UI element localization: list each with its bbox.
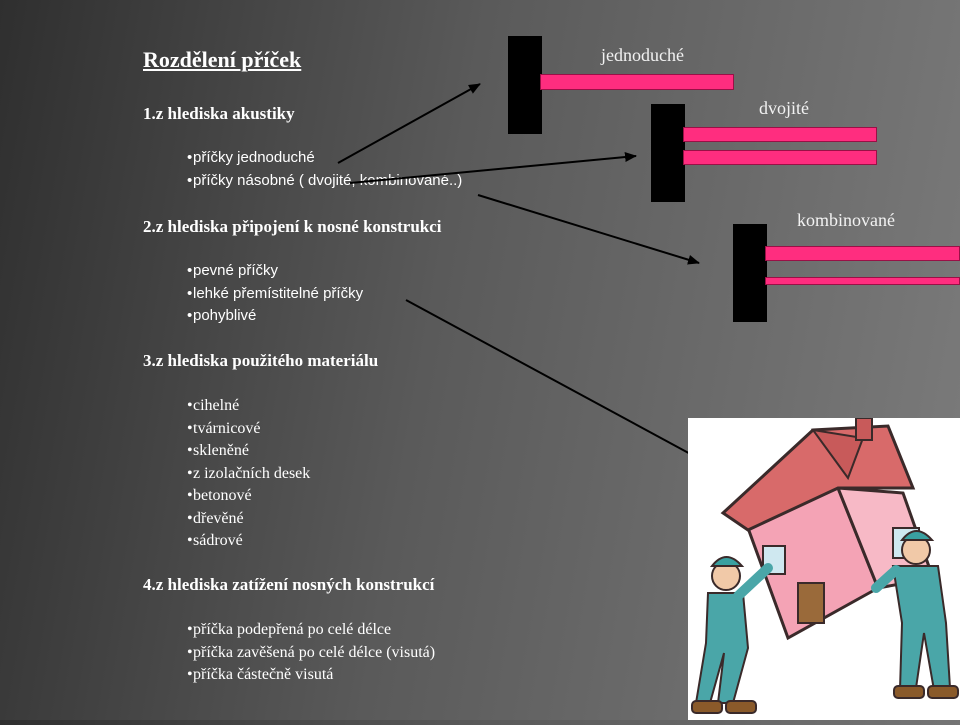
label-single: jednoduché bbox=[601, 45, 684, 65]
list-item: •pevné příčky bbox=[187, 262, 279, 279]
list-item: •příčka částečně visutá bbox=[187, 666, 334, 683]
arrow-to-single bbox=[337, 83, 481, 164]
label-combined: kombinované bbox=[797, 210, 895, 230]
list-item: •betonové bbox=[187, 487, 252, 504]
wall-post-single bbox=[508, 36, 542, 134]
partition-bar-single bbox=[540, 74, 734, 90]
list-item: •příčka zavěšená po celé délce (visutá) bbox=[187, 643, 436, 661]
section-3-list: •cihelné •tvárnicové •skleněné •z izolač… bbox=[187, 395, 310, 553]
arrow-to-picture bbox=[405, 299, 721, 471]
list-item: •skleněné bbox=[187, 442, 249, 459]
wall-post-combined bbox=[733, 224, 767, 322]
section-4-list: •příčka podepřená po celé délce •příčka … bbox=[187, 619, 435, 687]
list-item: •pohyblivé bbox=[187, 307, 257, 324]
list-item: •sádrové bbox=[187, 532, 243, 549]
section-1-heading: 1.z hlediska akustiky bbox=[143, 104, 295, 123]
page-title: Rozdělení příček bbox=[143, 47, 302, 72]
section-4-heading: 4.z hlediska zatížení nosných konstrukcí bbox=[143, 575, 435, 594]
section-2-list: •pevné příčky •lehké přemístitelné příčk… bbox=[187, 260, 363, 328]
wall-post-double bbox=[651, 104, 685, 202]
arrow-to-combined bbox=[477, 194, 700, 265]
list-item: •tvárnicové bbox=[187, 419, 261, 437]
list-item: •příčky jednoduché bbox=[187, 149, 315, 166]
list-item: •lehké přemístitelné příčky bbox=[187, 284, 364, 302]
list-item: •příčka podepřená po celé délce bbox=[187, 621, 392, 638]
list-item: •příčky násobné ( dvojité, kombinované..… bbox=[187, 171, 463, 189]
section-1-list: •příčky jednoduché •příčky násobné ( dvo… bbox=[187, 147, 462, 192]
partition-bar-double-top bbox=[683, 127, 877, 142]
arrow-to-double bbox=[349, 152, 637, 184]
list-item: •dřevěné bbox=[187, 509, 244, 527]
label-double: dvojité bbox=[759, 98, 809, 118]
partition-bar-double-bottom bbox=[683, 150, 877, 165]
section-3-heading: 3.z hlediska použitého materiálu bbox=[143, 351, 379, 370]
section-2-heading: 2.z hlediska připojení k nosné konstrukc… bbox=[143, 217, 442, 236]
list-item: •z izolačních desek bbox=[187, 464, 311, 482]
movers-carrying-house-icon bbox=[688, 417, 960, 720]
list-item: •cihelné bbox=[187, 397, 240, 414]
